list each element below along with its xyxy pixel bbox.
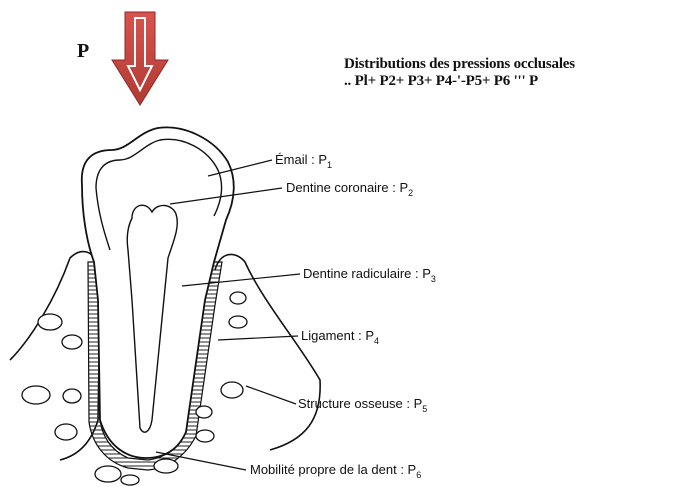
label-dentine-radiculaire: Dentine radiculaire : P3 bbox=[303, 266, 436, 284]
label-dentine-coronaire: Dentine coronaire : P2 bbox=[286, 180, 413, 198]
label-mobilite: Mobilité propre de la dent : P6 bbox=[250, 462, 421, 480]
label-ligament: Ligament : P4 bbox=[301, 328, 379, 346]
label-structure-osseuse: Structure osseuse : P5 bbox=[298, 396, 427, 414]
label-email: Émail : P1 bbox=[275, 152, 332, 170]
force-arrow bbox=[112, 12, 168, 105]
bone-left bbox=[10, 252, 100, 460]
bone-right bbox=[215, 254, 320, 450]
